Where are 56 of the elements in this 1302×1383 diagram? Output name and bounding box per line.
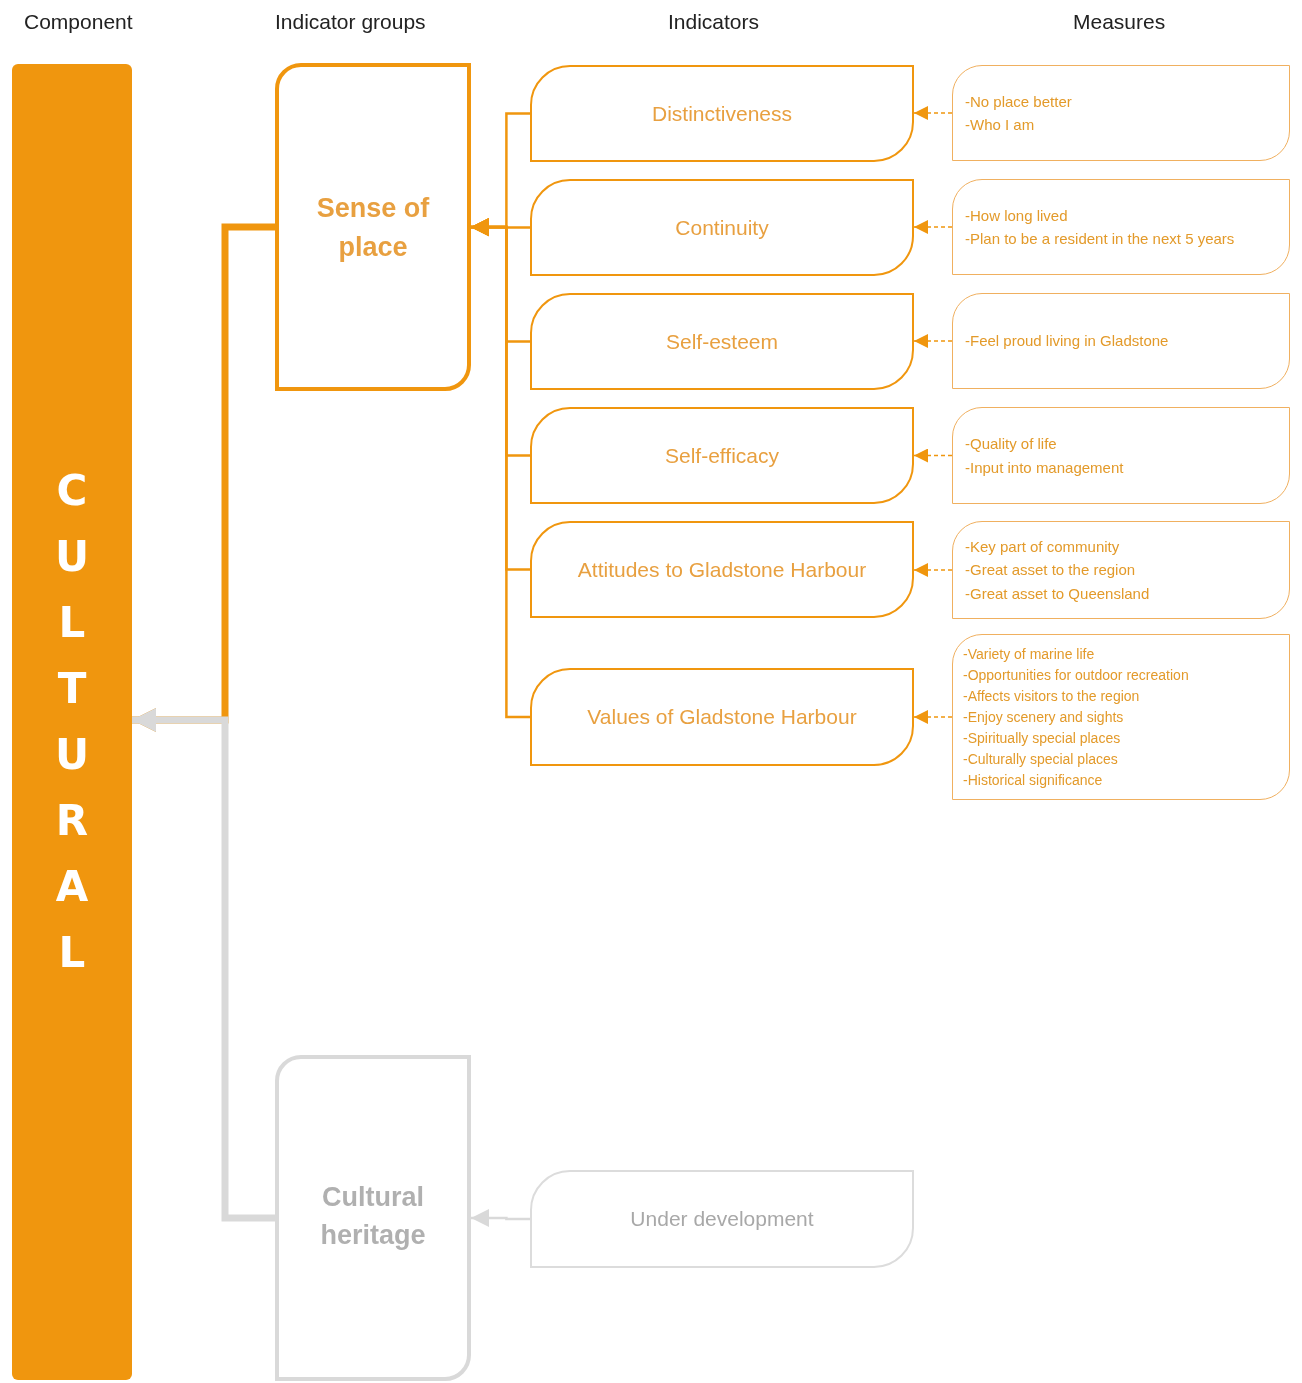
measure-item: -Feel proud living in Gladstone bbox=[965, 331, 1169, 352]
measure-item: -Opportunities for outdoor recreation bbox=[963, 665, 1189, 685]
measure-box bbox=[952, 521, 1290, 619]
node-label: Values of Gladstone Harbour bbox=[587, 704, 857, 730]
measure-item: -No place better bbox=[965, 91, 1072, 112]
measure-item: -Culturally special places bbox=[963, 749, 1118, 769]
measure-box bbox=[952, 293, 1290, 389]
measure-box bbox=[952, 634, 1290, 800]
dashed-arrow bbox=[913, 106, 953, 120]
dashed-arrow bbox=[913, 563, 953, 577]
node-label: Self-esteem bbox=[665, 328, 778, 355]
measure-box bbox=[952, 407, 1290, 504]
measure-item: -Input into management bbox=[965, 457, 1124, 478]
node-label: Self-efficacy bbox=[665, 442, 779, 469]
measure-box bbox=[952, 179, 1290, 275]
measure-box bbox=[952, 65, 1290, 161]
dashed-arrow bbox=[913, 334, 953, 348]
group-box bbox=[275, 63, 471, 391]
node-label: Sense of place bbox=[315, 192, 431, 265]
indicator-box bbox=[530, 521, 914, 618]
measure-item: -Great asset to the region bbox=[965, 560, 1136, 581]
indicator-box bbox=[530, 1170, 914, 1268]
measure-item: -Plan to be a resident in the next 5 years bbox=[965, 229, 1235, 249]
measure-item: -Enjoy scenery and sights bbox=[963, 707, 1124, 727]
measure-item: -How long lived bbox=[965, 205, 1068, 226]
vertical-label: CULTURAL bbox=[53, 465, 91, 979]
dashed-arrow bbox=[913, 710, 953, 724]
measure-item: -Great asset to Queensland bbox=[965, 583, 1150, 604]
measure-item: -Quality of life bbox=[965, 434, 1057, 455]
measure-item: -Who I am bbox=[965, 115, 1035, 135]
arrow bbox=[132, 708, 275, 1222]
column-header: Component bbox=[24, 10, 133, 34]
arrow bbox=[471, 218, 530, 719]
column-header: Indicator groups bbox=[275, 10, 426, 34]
column-header: Measures bbox=[1073, 10, 1166, 34]
group-box bbox=[275, 1055, 471, 1381]
measure-item: -Spiritually special places bbox=[963, 728, 1121, 748]
component-bar bbox=[12, 64, 132, 1380]
indicator-box bbox=[530, 293, 914, 390]
dashed-arrow bbox=[913, 448, 953, 463]
indicator-box bbox=[530, 407, 914, 504]
measure-item: -Key part of community bbox=[965, 537, 1120, 558]
node-label: Under development bbox=[630, 1206, 814, 1232]
measure-item: -Historical significance bbox=[963, 770, 1103, 790]
indicator-box bbox=[530, 668, 914, 766]
indicator-box bbox=[530, 179, 914, 276]
indicator-box bbox=[530, 65, 914, 162]
node-label: Distinctiveness bbox=[651, 100, 793, 127]
node-label: Cultural heritage bbox=[319, 1181, 427, 1252]
dashed-arrow bbox=[913, 220, 953, 234]
column-header: Indicators bbox=[668, 10, 760, 34]
node-label: Continuity bbox=[675, 214, 769, 241]
arrow bbox=[471, 1209, 530, 1227]
measure-item: -Variety of marine life bbox=[963, 644, 1095, 664]
node-label: Attitudes to Gladstone Harbour bbox=[577, 556, 867, 583]
measure-item: -Affects visitors to the region bbox=[963, 686, 1140, 706]
